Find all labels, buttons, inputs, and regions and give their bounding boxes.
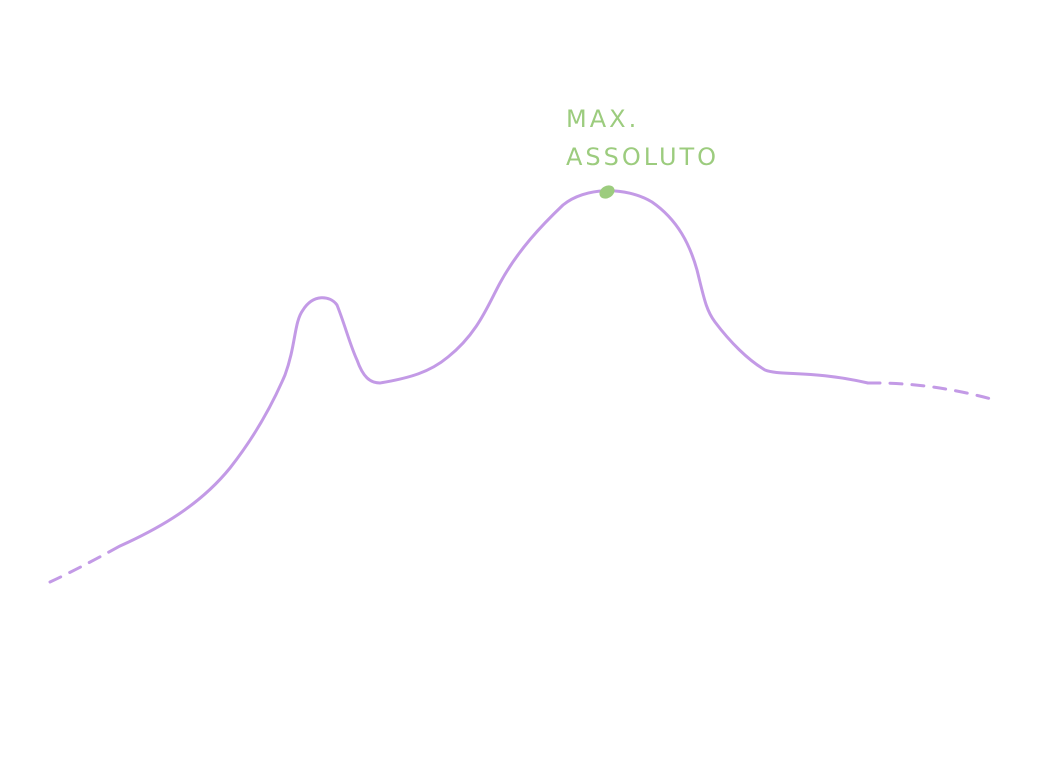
absolute-max-label: MAX. ASSOLUTO <box>566 100 719 176</box>
absolute-max-point <box>599 185 615 199</box>
curve-left-extension <box>48 544 122 584</box>
function-curve <box>118 189 870 548</box>
absolute-max-label-line2: ASSOLUTO <box>566 143 720 171</box>
absolute-max-label-line1: MAX. <box>566 105 640 133</box>
curve-right-extension <box>866 381 997 402</box>
